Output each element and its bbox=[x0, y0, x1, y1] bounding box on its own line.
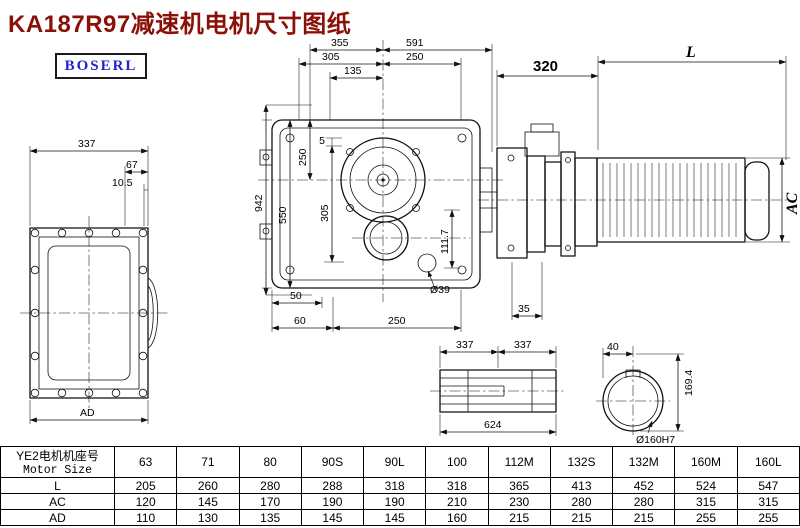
cell: 318 bbox=[363, 477, 427, 494]
cell: 255 bbox=[736, 509, 800, 526]
dim-top-250: 250 bbox=[406, 51, 424, 63]
dim-bottom-50: 50 bbox=[290, 290, 302, 302]
dim-shaft-337a: 337 bbox=[456, 339, 474, 351]
dim-AD: AD bbox=[80, 407, 95, 419]
dim-hub-offset: 67 bbox=[126, 159, 138, 171]
dim-key-40: 40 bbox=[607, 341, 619, 353]
dim-bore-169-4: 169.4 bbox=[683, 370, 695, 396]
cell: 190 bbox=[363, 493, 427, 510]
dim-bottom-60: 60 bbox=[294, 315, 306, 327]
dim-motor-L: L bbox=[685, 44, 696, 61]
table-row-L: L 205 260 280 288 318 318 365 413 452 52… bbox=[0, 477, 800, 494]
cell: 260 bbox=[176, 477, 240, 494]
dim-lip: 10.5 bbox=[112, 177, 133, 189]
dim-left-250: 250 bbox=[297, 148, 309, 166]
cell: 255 bbox=[674, 509, 738, 526]
dim-left-5: 5 bbox=[319, 135, 325, 147]
cell: 315 bbox=[674, 493, 738, 510]
cell: 215 bbox=[487, 509, 551, 526]
cell: 452 bbox=[612, 477, 676, 494]
dim-top-135: 135 bbox=[344, 65, 362, 77]
cell: 280 bbox=[549, 493, 614, 510]
table-row-AC: AC 120 145 170 190 190 210 230 280 280 3… bbox=[0, 493, 800, 510]
cell: 315 bbox=[736, 493, 800, 510]
dim-top-305: 305 bbox=[322, 51, 340, 63]
motor-size-label-cn: YE2电机机座号 bbox=[16, 449, 99, 463]
cell: 413 bbox=[549, 477, 614, 494]
dim-left-305: 305 bbox=[319, 204, 331, 222]
cell: 365 bbox=[487, 477, 551, 494]
frame-size-63: 63 bbox=[113, 446, 178, 478]
dim-shaft-624: 624 bbox=[484, 419, 502, 431]
dim-flange-320: 320 bbox=[533, 58, 558, 75]
row-label-AD: AD bbox=[0, 509, 115, 526]
motor-size-label-en: Motor Size bbox=[22, 464, 92, 477]
table-header-row: YE2电机机座号 Motor Size 63 71 80 90S 90L 100… bbox=[0, 446, 800, 478]
cell: 547 bbox=[736, 477, 800, 494]
cell: 110 bbox=[113, 509, 178, 526]
cell: 120 bbox=[113, 493, 178, 510]
dim-right-111-7: 111.7 bbox=[439, 229, 451, 254]
frame-size-160M: 160M bbox=[674, 446, 738, 478]
frame-size-160L: 160L bbox=[736, 446, 800, 478]
hollow-shaft-section-view: 337 337 624 bbox=[430, 339, 566, 436]
dim-top-355: 355 bbox=[331, 37, 349, 49]
cell: 215 bbox=[549, 509, 614, 526]
cell: 210 bbox=[425, 493, 489, 510]
cell: 170 bbox=[238, 493, 302, 510]
dim-gap-35: 35 bbox=[518, 303, 530, 315]
table-row-AD: AD 110 130 135 145 145 160 215 215 215 2… bbox=[0, 509, 800, 526]
frame-size-90L: 90L bbox=[363, 446, 427, 478]
motor-side-view: 320 L AC bbox=[478, 44, 800, 259]
frame-size-90S: 90S bbox=[300, 446, 365, 478]
dim-height-942: 942 bbox=[253, 194, 265, 212]
cell: 190 bbox=[300, 493, 365, 510]
dim-bore-39: Ø39 bbox=[430, 284, 450, 296]
cell: 130 bbox=[176, 509, 240, 526]
dim-flange-width: 337 bbox=[78, 138, 96, 150]
cell: 205 bbox=[113, 477, 178, 494]
frame-size-100: 100 bbox=[425, 446, 489, 478]
dim-shaft-337b: 337 bbox=[514, 339, 532, 351]
cell: 145 bbox=[176, 493, 240, 510]
frame-size-132S: 132S bbox=[549, 446, 614, 478]
motor-size-header-cell: YE2电机机座号 Motor Size bbox=[0, 446, 115, 478]
dim-top-591: 591 bbox=[406, 37, 424, 49]
row-label-AC: AC bbox=[0, 493, 115, 510]
frame-size-132M: 132M bbox=[612, 446, 676, 478]
cell: 145 bbox=[363, 509, 427, 526]
cell: 230 bbox=[487, 493, 551, 510]
dim-bore-160H7: Ø160H7 bbox=[636, 434, 675, 446]
cell: 160 bbox=[425, 509, 489, 526]
page-title: KA187R97减速机电机尺寸图纸 bbox=[8, 11, 352, 38]
row-label-L: L bbox=[0, 477, 115, 494]
flange-front-view: 337 67 10.5 AD bbox=[20, 138, 170, 424]
bore-end-view: 40 169.4 Ø160H7 bbox=[596, 341, 695, 446]
technical-drawing: 337 67 10.5 AD bbox=[20, 37, 800, 446]
frame-size-112M: 112M bbox=[487, 446, 551, 478]
cell: 135 bbox=[238, 509, 302, 526]
cell: 145 bbox=[300, 509, 365, 526]
dim-left-550: 550 bbox=[277, 206, 289, 224]
dim-bottom-250: 250 bbox=[388, 315, 406, 327]
frame-size-71: 71 bbox=[176, 446, 240, 478]
cell: 280 bbox=[612, 493, 676, 510]
cell: 288 bbox=[300, 477, 365, 494]
brand-logo: BOSERL bbox=[55, 53, 147, 79]
cell: 280 bbox=[238, 477, 302, 494]
dim-motor-AC: AC bbox=[784, 192, 800, 215]
cell: 215 bbox=[612, 509, 676, 526]
cell: 524 bbox=[674, 477, 738, 494]
motor-size-table: YE2电机机座号 Motor Size 63 71 80 90S 90L 100… bbox=[0, 446, 800, 526]
frame-size-80: 80 bbox=[238, 446, 302, 478]
gearbox-main-view: 355 591 305 250 135 942 550 250 5 305 11… bbox=[253, 37, 543, 332]
cell: 318 bbox=[425, 477, 489, 494]
